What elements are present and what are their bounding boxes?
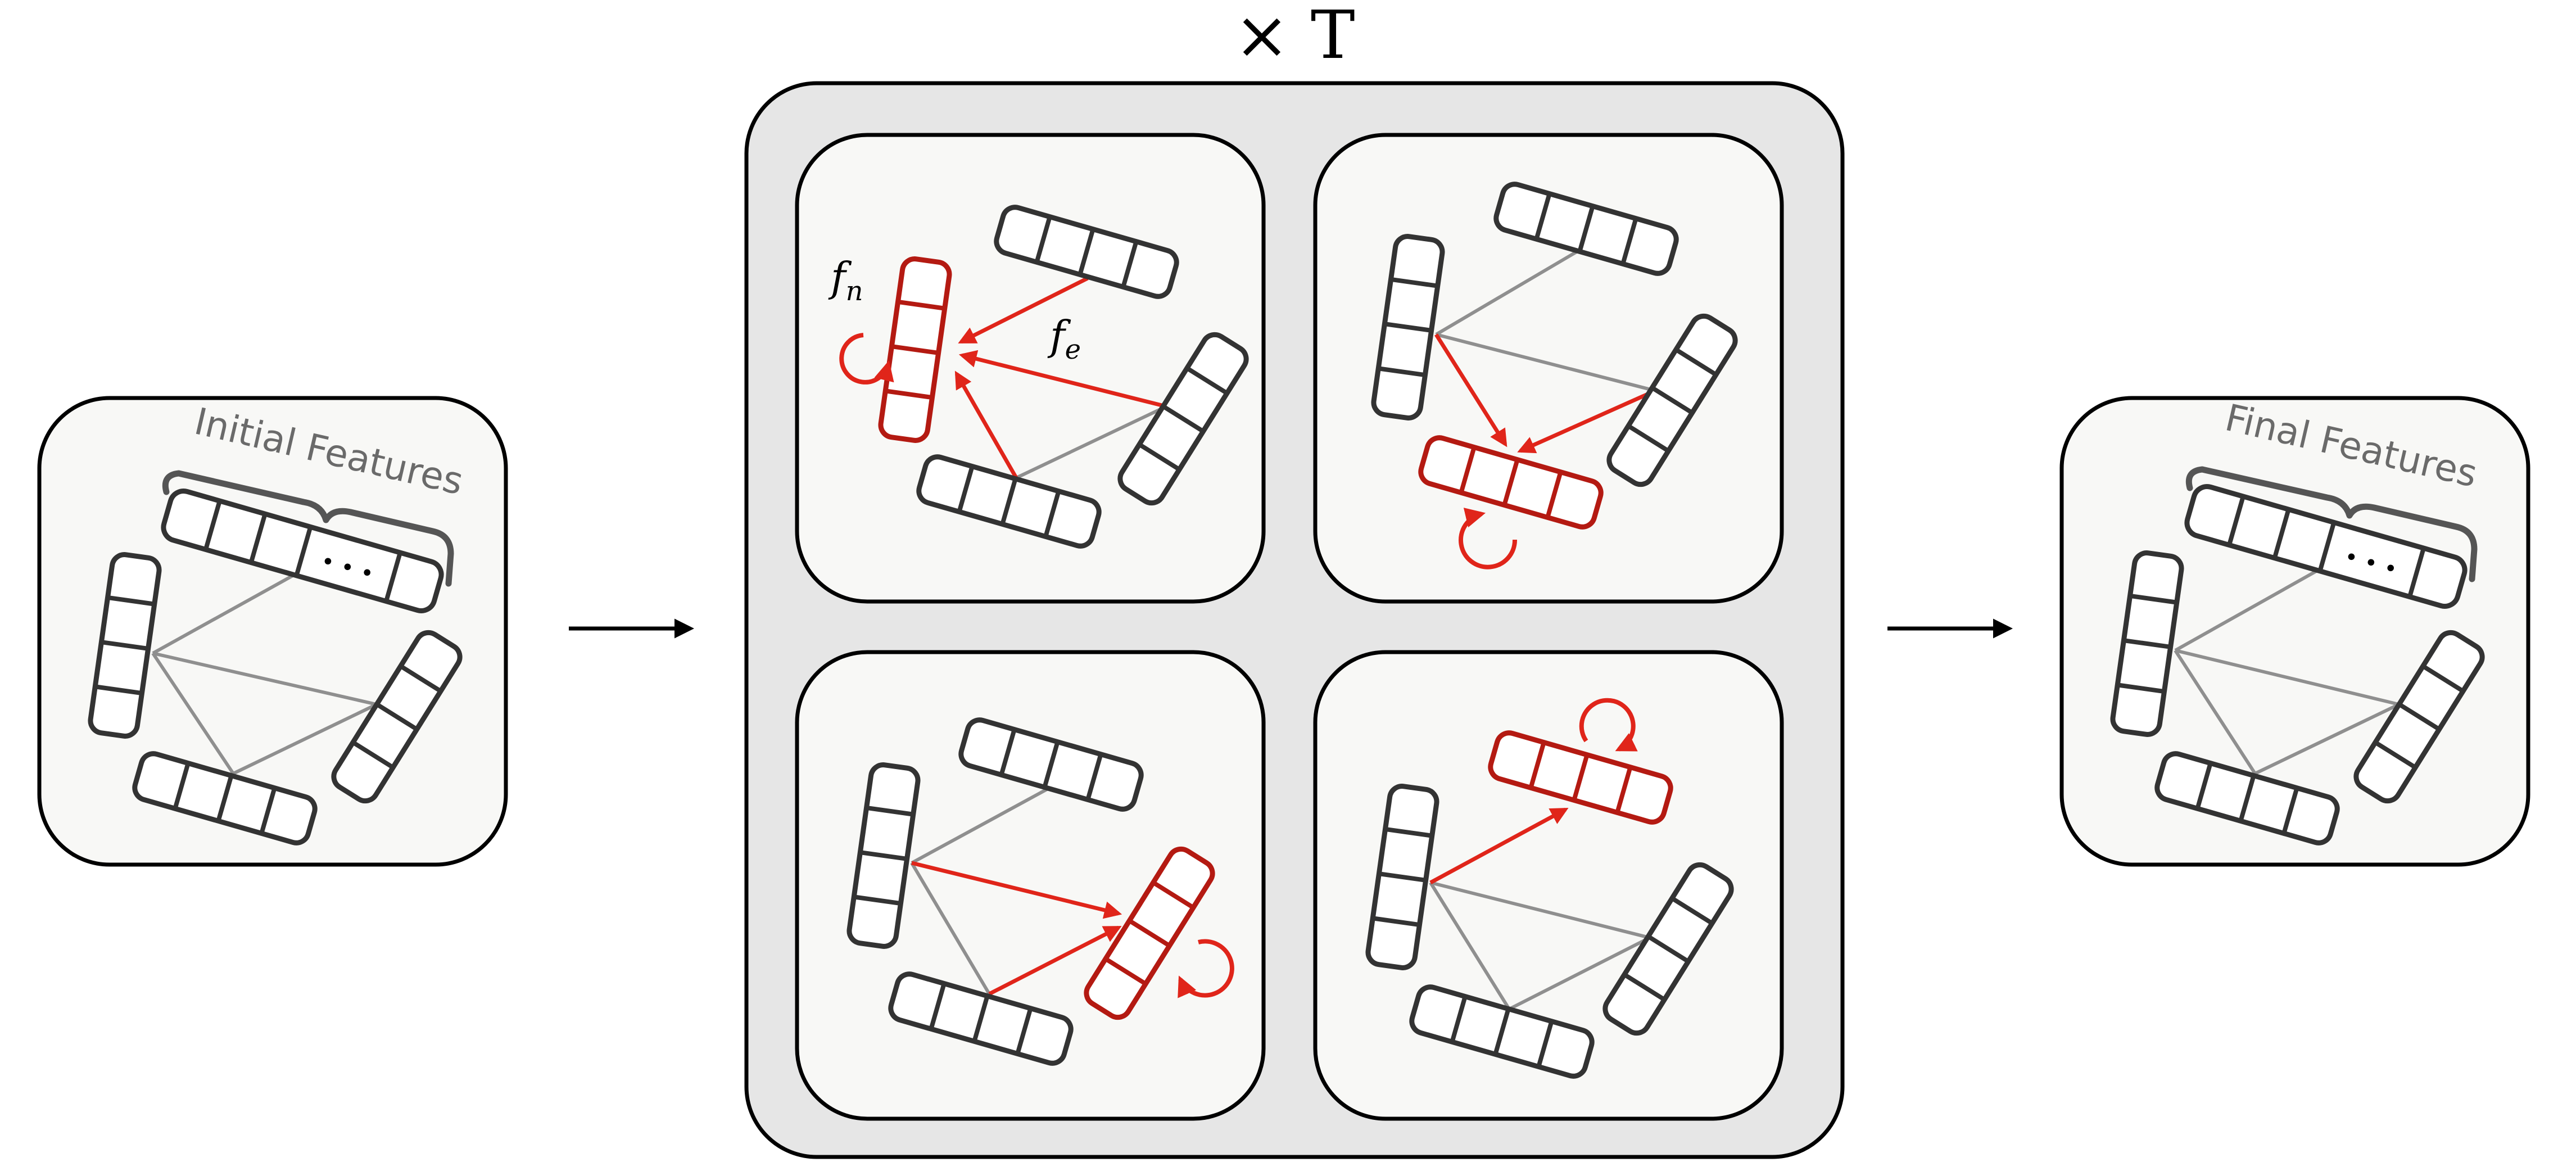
message-arrows	[1434, 333, 1656, 454]
node-top	[958, 717, 1144, 812]
node-top	[994, 205, 1179, 299]
message-arrows	[911, 861, 1122, 996]
graph-edges	[151, 572, 378, 775]
node-horizontal	[132, 751, 318, 846]
node-vertical	[1365, 784, 1439, 970]
self-loop-arrow	[1459, 508, 1518, 569]
feature-brace	[162, 470, 454, 587]
iteration-block: × T	[744, 0, 1845, 1159]
node-bottom	[916, 454, 1102, 549]
panel-node-update: fn fe	[795, 133, 1266, 604]
node-diagonal	[1117, 332, 1249, 506]
node-diagonal	[1602, 862, 1734, 1036]
node-vertical	[846, 762, 921, 949]
panel-update-bottom-node	[1313, 133, 1784, 604]
self-loop-arrow	[839, 333, 894, 385]
node-vertical	[1371, 234, 1445, 421]
node-diagonal	[331, 630, 463, 804]
node-diagonal	[2353, 630, 2485, 804]
panel-update-top-node	[1313, 650, 1784, 1121]
node-updated-highlight	[878, 256, 952, 443]
self-loop-arrow	[1579, 698, 1638, 752]
message-arrows	[1429, 807, 1569, 885]
node-features-wide: • • •	[161, 489, 444, 613]
panel-update-right-node	[795, 650, 1266, 1121]
node-bottom	[1409, 984, 1595, 1079]
initial-features-panel: • • • Initial Features	[37, 396, 508, 867]
self-loop-arrow	[1178, 939, 1234, 998]
node-horizontal	[2154, 751, 2340, 846]
node-bottom	[888, 971, 1074, 1066]
final-features-panel: • • • Final Features	[2059, 396, 2530, 867]
node-vertical	[88, 552, 162, 739]
node-updated-highlight	[1488, 730, 1673, 825]
node-features-wide: • • •	[2184, 484, 2468, 609]
node-updated-highlight	[1084, 846, 1215, 1020]
node-updated-highlight	[1418, 435, 1604, 530]
feature-brace	[2185, 466, 2478, 582]
iterations-label: × T	[1234, 0, 1355, 74]
node-top	[1493, 182, 1679, 276]
message-arrows	[954, 276, 1167, 479]
node-vertical	[2110, 550, 2184, 737]
node-diagonal	[1606, 313, 1738, 487]
